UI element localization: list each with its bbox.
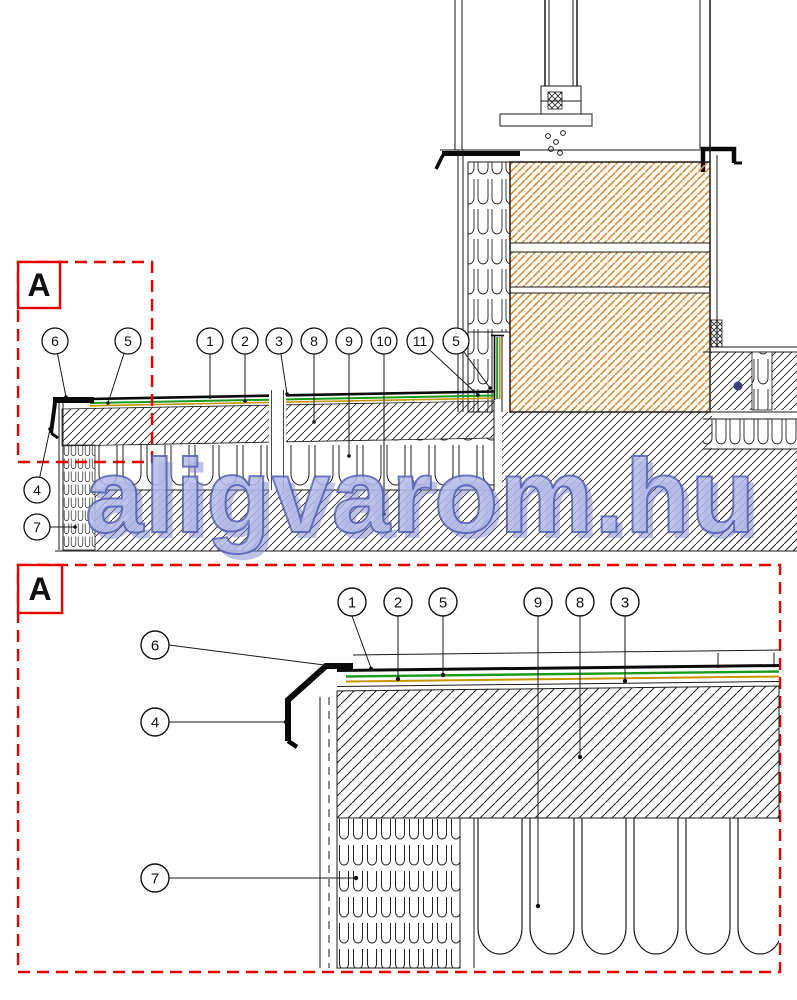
detail-drawing <box>285 649 780 969</box>
svg-text:8: 8 <box>576 595 584 612</box>
callout-11: 11 <box>406 327 480 397</box>
callout-1: 1 <box>196 327 224 399</box>
detail-callout-3: 3 <box>610 587 640 684</box>
detail-callout-9: 9 <box>523 587 553 909</box>
svg-text:1: 1 <box>206 333 214 349</box>
detail-view-a: A 1 <box>16 563 782 974</box>
callout-5b: 5 <box>442 327 492 390</box>
interior-sill-board <box>499 113 593 127</box>
callout-5: 5 <box>106 327 142 405</box>
callouts-left: 4 7 <box>23 427 77 541</box>
callouts-top-row: 6 5 1 2 3 <box>41 327 492 516</box>
svg-text:10: 10 <box>376 333 392 349</box>
break-line <box>269 389 286 491</box>
detail-a-label-box <box>16 563 64 615</box>
svg-text:7: 7 <box>151 871 159 888</box>
svg-text:3: 3 <box>621 595 629 612</box>
detail-callout-6: 6 <box>140 630 336 670</box>
sill-end-cap <box>700 146 737 172</box>
svg-text:5: 5 <box>452 333 460 349</box>
detail-a-boundary <box>16 260 154 464</box>
detail-border: A <box>16 563 782 974</box>
detail-callout-8: 8 <box>565 587 595 760</box>
svg-text:3: 3 <box>275 333 283 349</box>
masonry-wall <box>509 161 711 413</box>
membrane-upstand <box>491 334 504 412</box>
section-view: A 6 5 1 2 <box>16 0 797 561</box>
callout-3: 3 <box>265 327 293 396</box>
detail-callout-7: 7 <box>140 863 359 893</box>
svg-text:9: 9 <box>534 595 542 612</box>
detail-callout-2: 2 <box>383 587 413 682</box>
detail-marker-box: A <box>16 260 154 464</box>
svg-text:6: 6 <box>51 333 59 349</box>
callout-8: 8 <box>300 327 328 424</box>
callout-4: 4 <box>23 427 52 504</box>
callout-10: 10 <box>370 327 398 516</box>
structural-slab <box>55 412 797 552</box>
detail-callouts-top: 1 2 5 9 8 <box>337 587 640 909</box>
svg-text:9: 9 <box>345 333 353 349</box>
sill-flashing <box>442 151 520 156</box>
svg-text:2: 2 <box>241 333 249 349</box>
anchor-symbol <box>733 381 743 391</box>
watermark: aligvarom.hu aligvarom.hu <box>84 437 762 561</box>
thermal-insulation-layer <box>95 437 494 490</box>
detail-a-frame <box>16 563 782 974</box>
svg-text:5: 5 <box>439 595 447 612</box>
callout-7: 7 <box>23 513 77 541</box>
timber-blocking <box>710 319 723 348</box>
detail-screed-layer <box>336 685 780 819</box>
watermark-shadow-text: aligvarom.hu <box>91 444 762 561</box>
detail-a-label-box <box>16 260 62 310</box>
wall-insulation-strip <box>457 150 511 413</box>
watermark-text: aligvarom.hu <box>85 438 756 555</box>
svg-text:5: 5 <box>124 333 132 349</box>
detail-callout-5: 5 <box>428 587 458 678</box>
svg-text:4: 4 <box>33 482 41 498</box>
detail-membrane-line <box>336 664 780 672</box>
detail-thermal-insulation <box>474 818 779 968</box>
svg-text:4: 4 <box>151 715 159 732</box>
coping-flashing <box>53 397 94 403</box>
detail-parapet-insulation <box>336 817 461 969</box>
interior-floor-assembly <box>703 155 797 450</box>
callout-9: 9 <box>335 327 363 458</box>
svg-text:2: 2 <box>394 595 402 612</box>
detail-a-label: A <box>28 571 51 607</box>
detail-callout-1: 1 <box>337 587 374 672</box>
svg-text:6: 6 <box>151 638 159 655</box>
svg-text:8: 8 <box>310 333 318 349</box>
detail-coping-flashing <box>285 663 353 741</box>
svg-text:11: 11 <box>413 333 428 349</box>
svg-text:7: 7 <box>33 519 41 535</box>
detail-callout-4: 4 <box>140 707 289 737</box>
detail-callouts-left: 6 4 7 <box>140 630 359 893</box>
svg-text:1: 1 <box>348 595 356 612</box>
window-sill-assembly <box>434 0 742 172</box>
callout-2: 2 <box>231 327 259 403</box>
detail-marker-label: A <box>27 267 50 303</box>
callout-6: 6 <box>41 327 69 399</box>
